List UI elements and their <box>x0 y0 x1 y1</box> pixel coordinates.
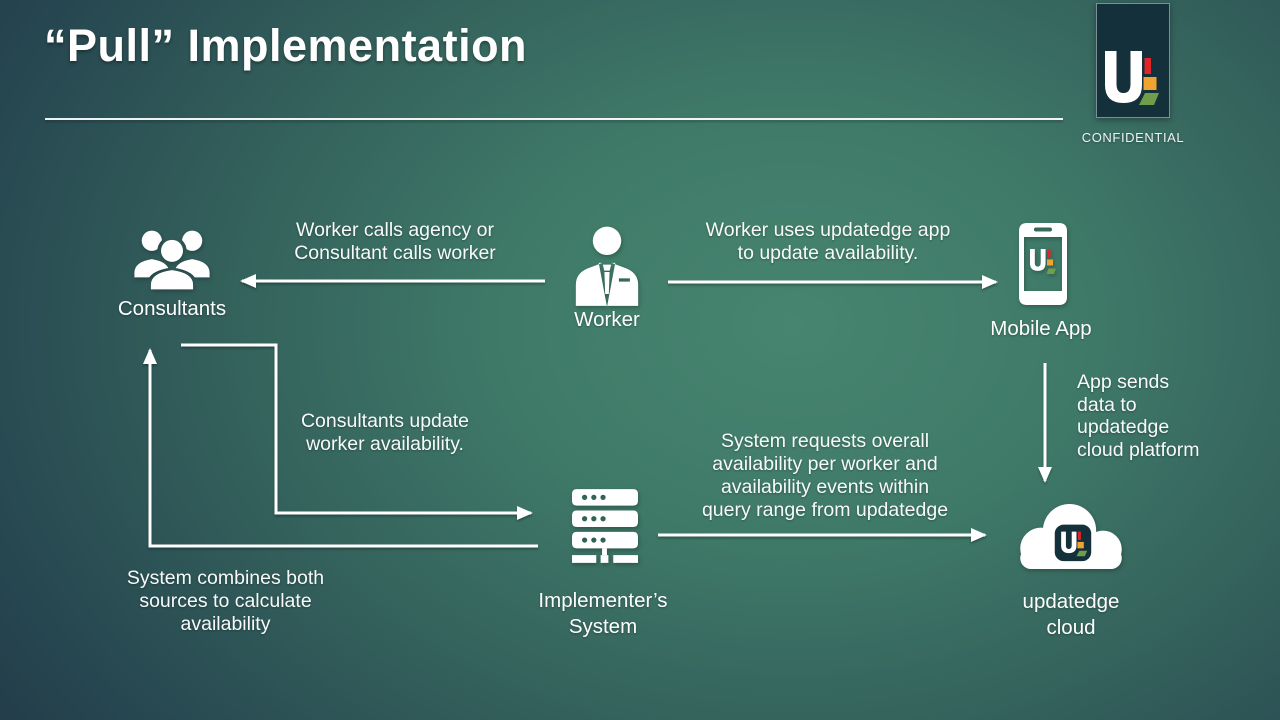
updatedge-logo-mini <box>1061 531 1088 557</box>
label-line: updatedge <box>1077 416 1170 438</box>
label-line: to update availability. <box>737 242 919 264</box>
logo-red-block <box>1077 531 1081 540</box>
logo-green-block <box>1139 93 1159 105</box>
arrow-consultants-to-system <box>181 343 533 520</box>
logo-orange-block <box>1077 541 1084 549</box>
label-line: System requests overall <box>720 430 930 452</box>
label-system-to-consultants: System combines both sources to calculat… <box>108 567 343 636</box>
slide-title: “Pull” Implementation <box>44 20 528 71</box>
label-line: System <box>568 615 638 638</box>
label-line: App sends <box>1077 371 1170 393</box>
logo-red-block <box>1144 58 1151 74</box>
smartphone-icon <box>1019 223 1067 305</box>
updatedge-cloud-label: updatedge cloud <box>991 589 1151 641</box>
label-worker-to-consultants: Worker calls agency or Consultant calls … <box>260 219 530 265</box>
consultants-label: Consultants <box>117 297 227 320</box>
updatedge-logo-mini <box>1030 249 1056 274</box>
title-divider <box>45 118 1063 120</box>
label-line: Implementer’s <box>538 589 668 612</box>
mobile-app-label: Mobile App <box>990 317 1092 340</box>
label-line: Consultant calls worker <box>294 242 496 264</box>
worker-label: Worker <box>574 308 640 331</box>
label-consultants-to-system: Consultants update worker availability. <box>285 410 485 456</box>
label-line: System combines both <box>126 567 325 589</box>
label-line: Worker calls agency or <box>296 219 494 241</box>
label-line: sources to calculate <box>139 590 312 612</box>
people-group-icon <box>128 227 216 293</box>
logo-green-block <box>1046 268 1056 274</box>
label-line: cloud <box>1046 616 1096 639</box>
person-tie-icon <box>575 226 639 307</box>
confidential-label: CONFIDENTIAL <box>1081 130 1185 145</box>
cloud-icon <box>1020 503 1122 570</box>
label-line: Worker uses updatedge app <box>705 219 951 241</box>
updatedge-logo-icon <box>1105 51 1159 105</box>
label-line: cloud platform <box>1077 438 1200 461</box>
label-line: updatedge <box>1022 590 1120 613</box>
label-line: query range from updatedge <box>701 499 949 521</box>
arrow-system-to-consultants <box>143 348 538 548</box>
logo-orange-block <box>1047 259 1053 266</box>
label-worker-to-mobile-app: Worker uses updatedge app to update avai… <box>693 219 963 265</box>
label-line: availability per worker and <box>712 453 938 475</box>
label-app-to-cloud: App sends data to updatedge cloud platfo… <box>1077 371 1257 461</box>
label-line: Consultants update <box>300 410 470 432</box>
logo-red-block <box>1047 249 1051 257</box>
label-system-to-cloud: System requests overall availability per… <box>689 430 961 522</box>
label-line: availability events within <box>720 476 930 498</box>
server-icon <box>572 489 638 563</box>
implementers-system-label: Implementer’s System <box>513 588 693 640</box>
logo-orange-block <box>1143 77 1157 90</box>
label-line: worker availability. <box>306 433 464 455</box>
updatedge-logo-badge <box>1096 3 1170 118</box>
logo-green-block <box>1076 550 1088 557</box>
label-line: data to <box>1077 393 1137 416</box>
label-line: availability <box>180 613 271 635</box>
